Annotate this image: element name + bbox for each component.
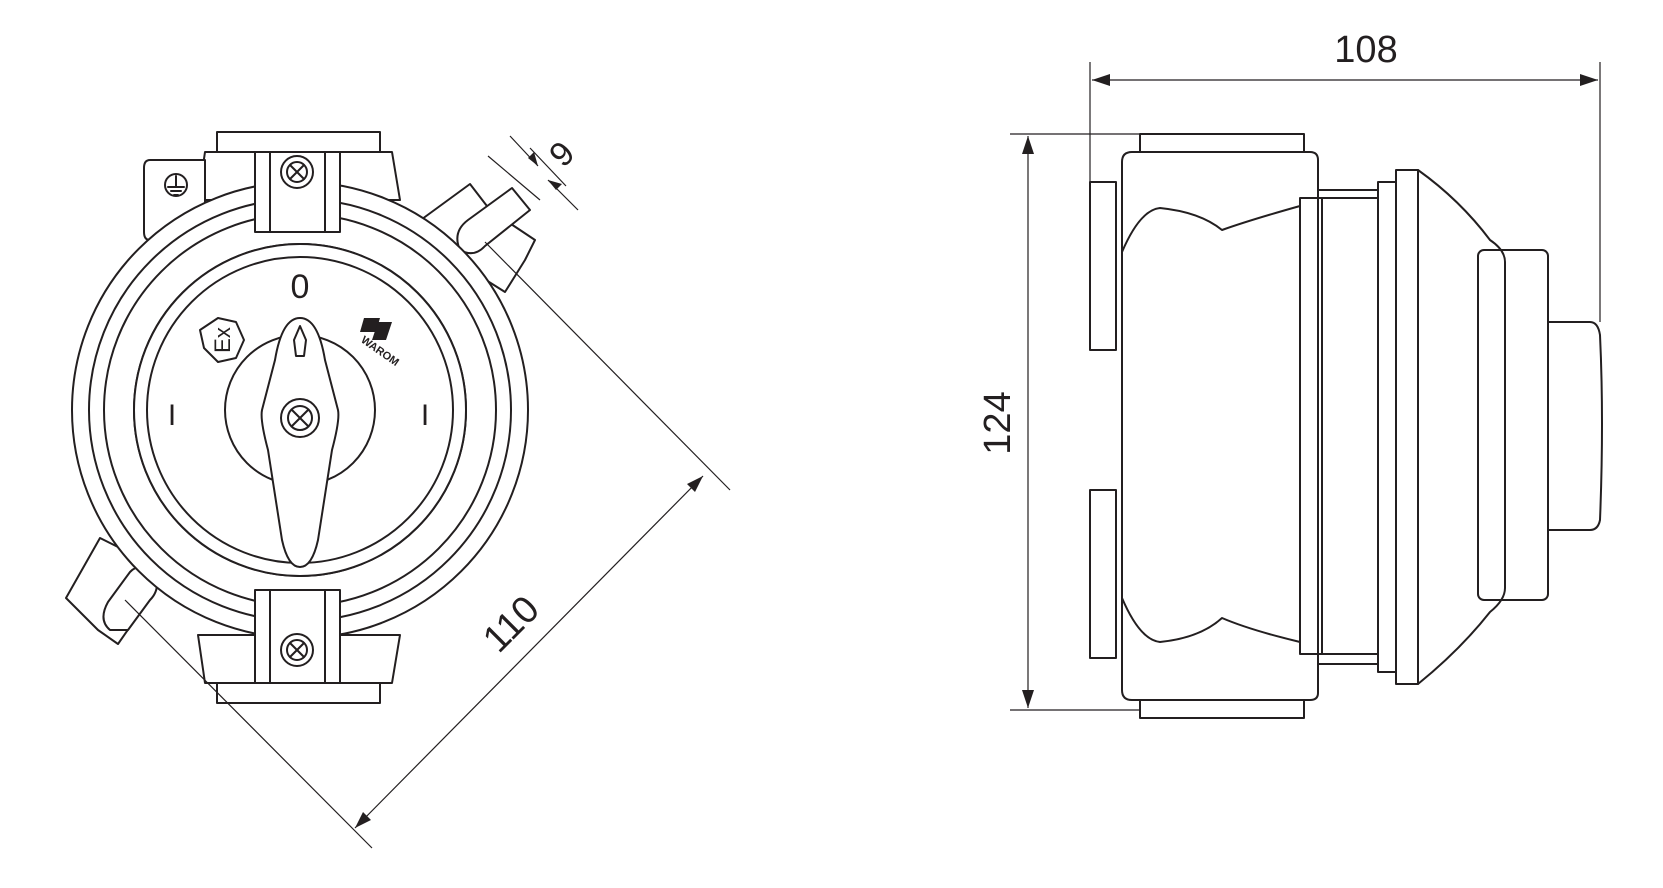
- screw-top-icon: [280, 155, 314, 189]
- rotary-handle[interactable]: [260, 317, 340, 568]
- dial-label-right: I: [421, 399, 429, 432]
- side-ring: [1377, 181, 1397, 673]
- screw-bottom-icon: [280, 633, 314, 667]
- side-knob-base: [1477, 249, 1549, 601]
- dimension-108: 108: [1089, 29, 1601, 322]
- front-view: 0 I I Ex WAROM 9: [65, 131, 731, 849]
- dial-label-left: I: [168, 399, 176, 432]
- rear-flange-bottom: [1089, 489, 1117, 659]
- dimension-108-label: 108: [1334, 29, 1397, 71]
- dial-label-zero: 0: [291, 268, 310, 306]
- dimension-110-label: 110: [475, 588, 548, 661]
- ear-straps: [254, 151, 341, 684]
- dimension-124-label: 124: [977, 391, 1019, 454]
- ex-mark-text: Ex: [210, 327, 235, 353]
- side-view: 108 124: [977, 29, 1603, 719]
- side-body: [1121, 151, 1319, 701]
- dimension-124: 124: [977, 133, 1140, 711]
- side-knob[interactable]: [1547, 321, 1603, 531]
- dimension-9-label: 9: [542, 134, 582, 174]
- rear-flange-top: [1089, 181, 1117, 351]
- cable-gland-upper: [417, 183, 536, 293]
- handle-screw-icon: [280, 398, 320, 438]
- side-collar: [1299, 197, 1323, 655]
- handle-pointer-icon: [293, 325, 307, 357]
- side-taper: [1417, 169, 1506, 685]
- ex-mark-icon: Ex: [199, 317, 245, 363]
